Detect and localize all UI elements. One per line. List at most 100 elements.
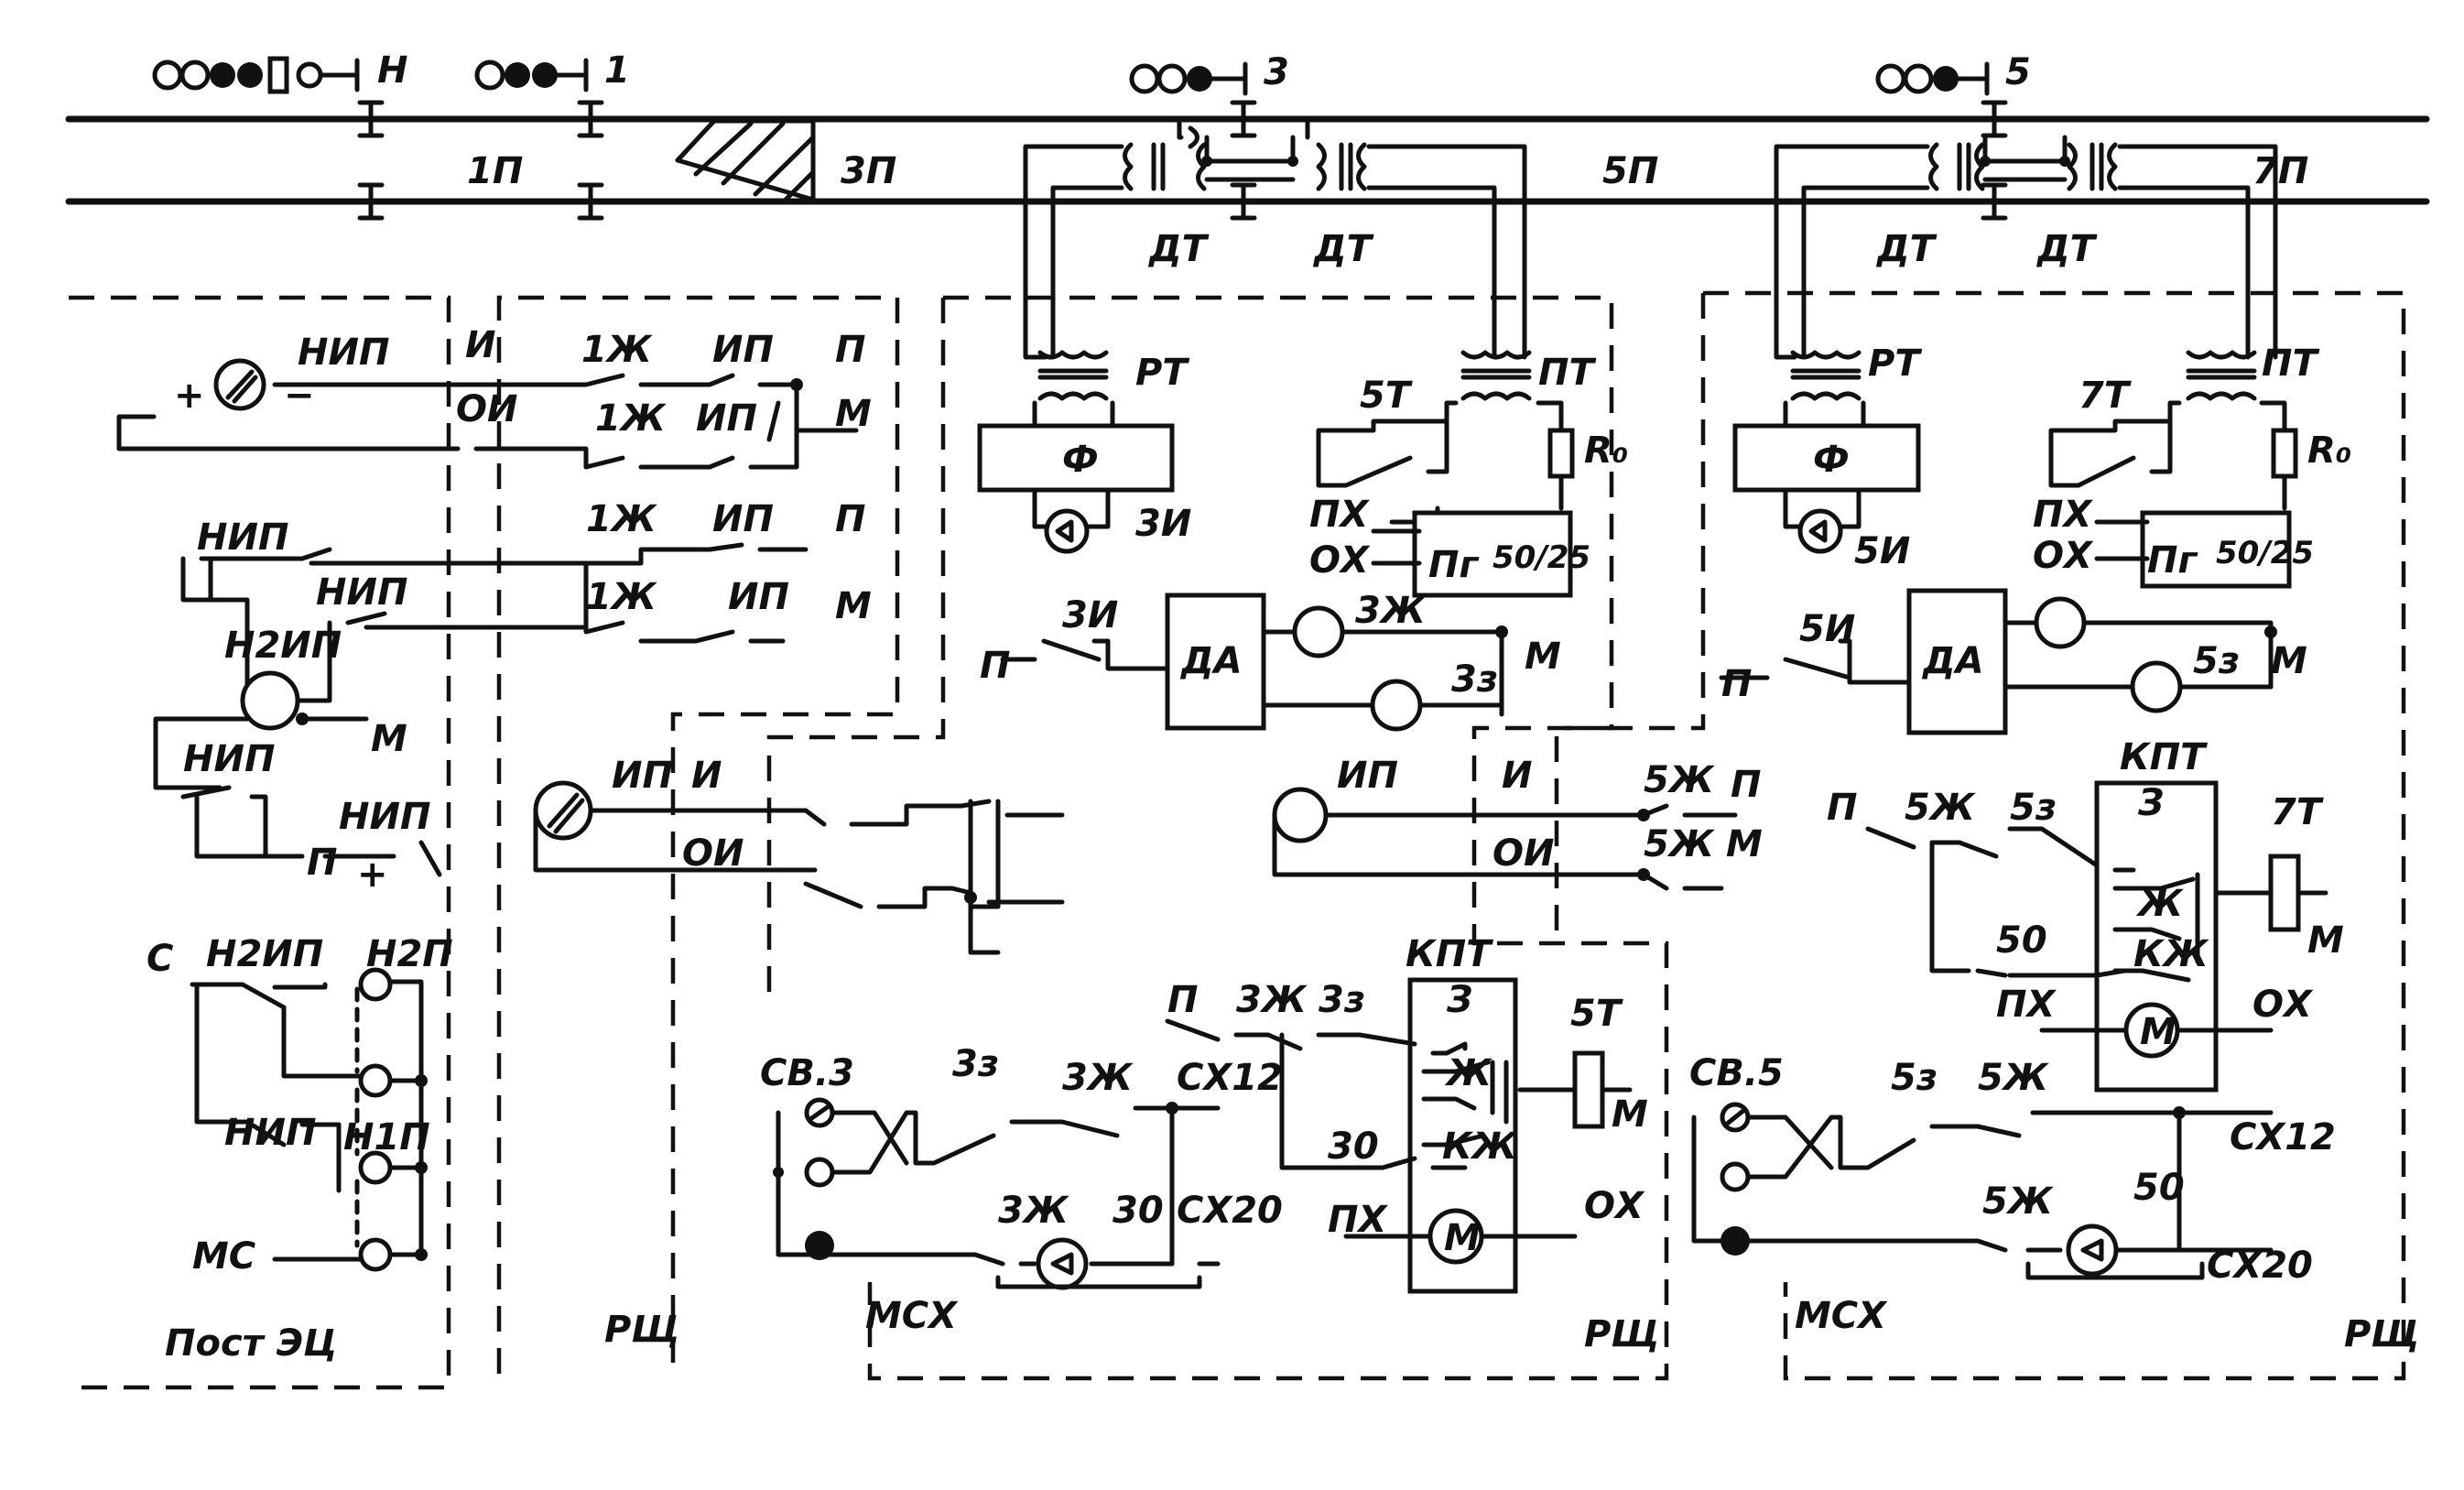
rsh3-mcx: МСХ [1795,1295,1888,1337]
signal-3: 3 [1129,51,1289,96]
rsh2-30-d: 30 [1113,1190,1164,1232]
rsh2-kz: З [1446,979,1472,1021]
rsh3-pg: Пг [2147,539,2198,582]
rsh3-pt: ПТ [2262,343,2319,385]
rsh1-title: РЩ [604,1309,679,1351]
rsh2-freq: 50/25 [1493,539,1590,576]
dt-label-5b: ДТ [2035,228,2098,270]
enclosures [69,290,2406,1390]
rsh2-3zh-kpt: 3Ж [1236,979,1308,1021]
post-nip-top: НИП [298,332,389,374]
rsh1-m-b: М [835,585,872,627]
rsh3-p-kpt: П [1827,787,1857,829]
track-label-3p: 3П [841,150,896,192]
post-nip-5: НИП [339,796,430,838]
rsh2-pg: Пг [1428,544,1479,586]
rsh1-1zh-b: 1Ж [595,397,667,440]
rsh2-5zh-a: 5Ж [1644,759,1715,801]
rsh3-freq: 50/25 [2216,535,2314,571]
post-ec: + − НИП И ОИ НИП НИП Н2ИП НИП НИП М П + … [116,324,589,1365]
signal-5-label: 5 [2005,51,2031,93]
rsh2-i: И [1502,755,1532,797]
rsh2-cx20: СХ20 [1177,1190,1283,1232]
rsh3-kzh: Ж [2135,883,2184,925]
rsh3-cabinet: Ф РТ 5И ПТ 7Т R₀ ПХ ОХ Пг 50/25 ДА 5И П … [1689,343,2419,1355]
post-plus: + [174,375,205,417]
signal-1: 1 [474,49,630,92]
post-nip-6: НИП [224,1112,316,1154]
rsh3-5z-sv: 5з [1891,1057,1938,1099]
rsh1-1zh-d: 1Ж [586,576,657,618]
rsh2-cabinet: Ф РТ 3И ПТ 5Т R₀ ПХ ОХ Пг 50/25 ДА [760,350,1763,1355]
rsh3-kz: З [2137,782,2164,824]
rsh1-ip-d: ИП [728,576,789,618]
rsh1-ip-b: ИП [696,397,757,440]
post-c: С [147,938,173,980]
post-nip-4: НИП [183,738,275,780]
rsh2-3i-b: 3И [1062,594,1118,636]
rsh2-ox: ОХ [1309,539,1371,582]
rsh3-5zh-sv: 5Ж [1978,1057,2049,1099]
rsh2-filter: Ф [1062,439,1099,481]
signal-n-label: Н [377,49,407,92]
rsh2-5zh-b: 5Ж [1644,823,1715,865]
rsh1-1zh-a: 1Ж [581,329,653,371]
rsh2-kpt: КПТ [1406,933,1493,975]
track-section: 1П 3П 5П 7П [65,100,2430,221]
post-m: М [371,718,407,760]
rsh3-rt: РТ [1868,343,1922,385]
rsh3-ox: ОХ [2033,535,2094,577]
rsh2-3z-kpt: 3з [1319,979,1365,1021]
rsh3-da: ДА [1921,640,1984,682]
choke-transformers-3: ДТ ДТ [1023,116,1527,360]
rsh3-title: РЩ [2344,1313,2419,1355]
rsh2-ro: R₀ [1584,430,1628,472]
rsh1-ip-lamp: ИП [612,755,673,797]
insulating-joints [357,100,2008,221]
rsh3-5i: 5И [1854,530,1910,572]
rsh3-cx12: СХ12 [2230,1116,2336,1158]
rsh2-30: 30 [1328,1126,1379,1168]
rsh2-3zh: 3Ж [1355,590,1427,632]
rsh2-kzh: Ж [1444,1052,1493,1094]
rsh3-motor: М [2140,1011,2176,1053]
rsh2-mcx: МСХ [865,1295,959,1337]
rsh2-m-ip: М [1726,823,1763,865]
rsh2-da: ДА [1179,640,1243,682]
rsh2-3i: 3И [1135,503,1191,545]
rsh3-5z: 5з [2193,640,2240,682]
rsh2-3zh-d: 3Ж [998,1190,1069,1232]
rsh2-p-kpt: П [1167,979,1198,1021]
rsh2-5t-coil: 5Т [1570,993,1623,1035]
rsh2-m-coil: М [1612,1093,1648,1136]
dt-label-3a: ДТ [1147,228,1210,270]
rsh3-5zh-d: 5Ж [1982,1180,2054,1223]
rsh3-filter: Ф [1813,439,1850,481]
rsh2-px: ПХ [1309,494,1370,536]
rsh2-oi: ОИ [1493,832,1554,875]
post-title: Пост ЭЦ [165,1322,337,1365]
rsh3-7t: 7Т [2079,375,2132,417]
track-label-1p: 1П [467,150,523,192]
post-wire-oi: ОИ [456,388,517,430]
rsh3-ro: R₀ [2307,430,2351,472]
rsh2-3z-sv: 3з [952,1043,999,1085]
rsh2-kkzh: КЖ [1442,1126,1518,1168]
rsh2-sv: СВ.3 [760,1052,854,1094]
choke-transformers-5: ДТ ДТ [1774,135,2278,360]
dt-label-3b: ДТ [1312,228,1374,270]
rsh2-p-ip: П [1731,764,1761,806]
rsh3-sv: СВ.5 [1689,1052,1784,1094]
rsh3-50-d: 50 [2133,1167,2185,1209]
rsh3-cx20: СХ20 [2207,1245,2313,1287]
track-label-7p: 7П [2252,150,2308,192]
rsh2-pt: ПТ [1538,352,1596,394]
rsh1-i: И [691,755,722,797]
rsh2-cx12: СХ12 [1177,1057,1283,1099]
post-n2ip: Н2ИП [224,625,342,667]
rsh1-p-a: П [835,329,865,371]
rsh3-m-da: М [2271,640,2307,682]
rsh2-rt: РТ [1135,352,1189,394]
rsh2-title: РЩ [1584,1313,1659,1355]
